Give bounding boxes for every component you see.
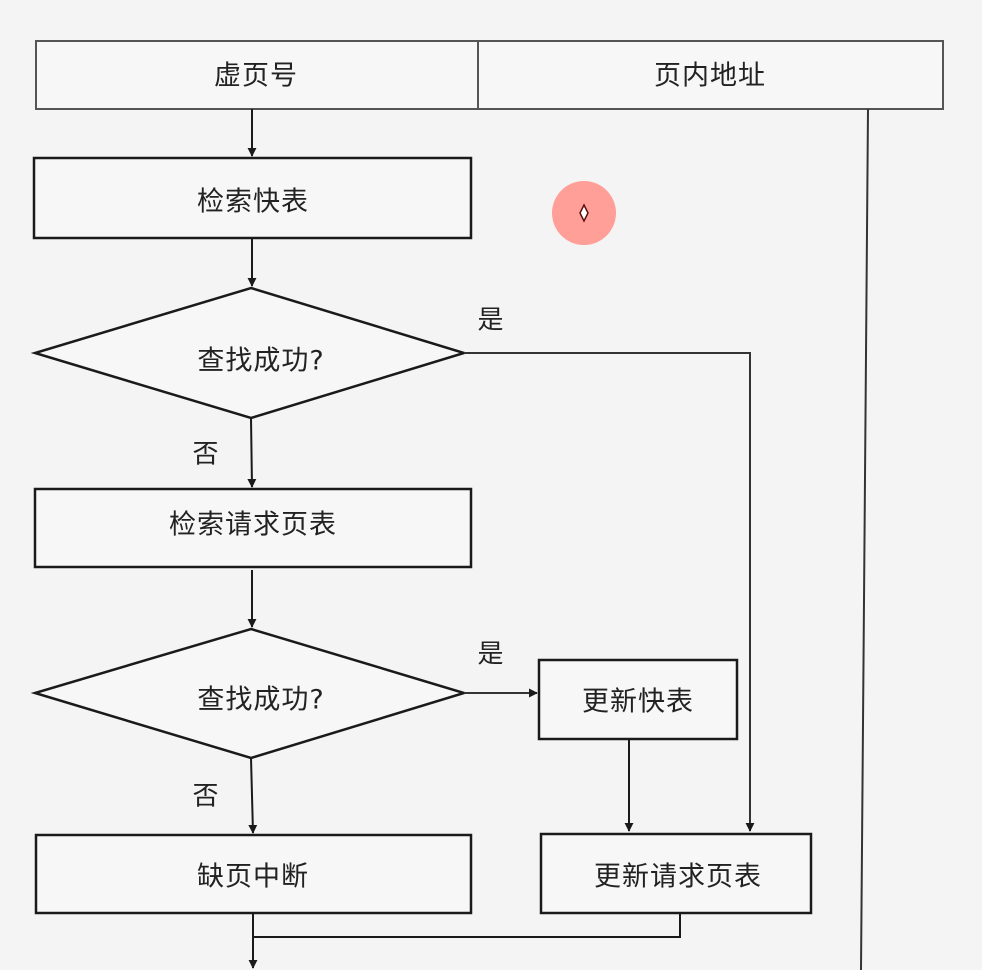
search-tlb-box [32,156,473,240]
edge-no-2 [248,757,258,834]
edge-no-1 [247,417,257,488]
merge-connector [253,913,681,938]
search-page-table-label: 检索请求页表 [169,509,337,541]
update-tlb-box [537,658,739,741]
update-page-table-label: 更新请求页表 [594,861,762,893]
search-page-table-box [33,487,473,569]
page-fault-box [34,833,473,915]
decision-1-label: 查找成功? [197,345,325,377]
edge-yes-2-label: 是 [477,639,505,670]
update-tlb-label: 更新快表 [582,686,694,718]
cursor-crosshair-icon [579,203,589,223]
header-virtual-page-number: 虚页号 [214,60,298,92]
offset-line [860,108,869,970]
address-box [35,40,944,110]
search-tlb-label: 检索快表 [197,186,309,218]
edge-no-2-label: 否 [192,781,220,812]
edge-no-1-label: 否 [192,439,220,470]
header-page-offset: 页内地址 [654,60,766,92]
update-page-table-box [539,832,813,915]
edge-yes-1-label: 是 [477,305,505,336]
decision-2-label: 查找成功? [197,684,325,716]
page-fault-label: 缺页中断 [197,861,309,893]
edge-yes-1 [464,352,755,832]
